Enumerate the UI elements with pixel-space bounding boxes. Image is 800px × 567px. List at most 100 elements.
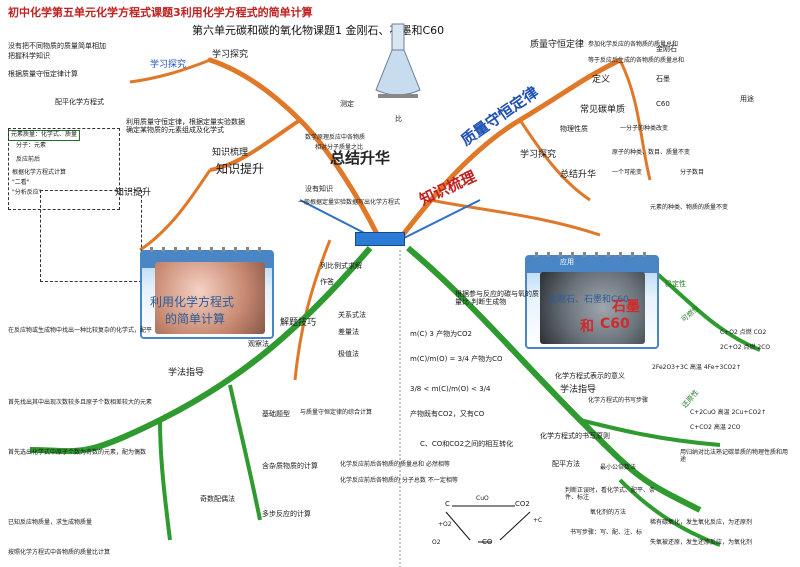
left-note-1: 在反应物或生成物中找出一种比较复杂的化学式，配平: [8, 327, 153, 334]
knowledge-upgrade: 知识提升: [216, 162, 265, 176]
left-inquiry-label: 学习探究: [150, 60, 187, 70]
left-sample-6: "分析反应": [12, 189, 42, 196]
step-2: 差量法: [338, 328, 359, 336]
reaction-4: C+CO2 高温 2CO: [690, 424, 741, 431]
left-sample-5: "二看": [12, 179, 30, 186]
orange-branch-steps: [293, 239, 332, 381]
carbon-banner-image: [540, 272, 645, 344]
left-watch: 观察法: [248, 340, 269, 348]
right-meaning-2: 等于反应后生成的各物质的质量总和: [588, 57, 685, 64]
center-solve-d: 相对分子质量之比: [315, 144, 364, 151]
burn-2: 化学反应前后各物质的 分子总数 不一定相等: [340, 477, 458, 484]
right-guide: 学法指导: [560, 385, 597, 395]
right-fe2: 失氧被还原，发生还原反应，为氧化剂: [650, 539, 753, 546]
right-deduce: 用归纳对比法熟记碳单质的物理性质和用途: [680, 449, 789, 463]
right-eq-expr: 化学方程式表示的意义: [555, 372, 625, 380]
left-odd: 奇数配偶法: [200, 495, 235, 503]
left-note-3: 首先选出化学式中原子个数为奇数的元素，配为偶数: [8, 449, 147, 456]
right-study: 学习探究: [520, 150, 557, 160]
left-guide: 学法指导: [168, 368, 205, 378]
reaction-co: C、CO和CO2之间的相互转化: [420, 440, 514, 448]
carbon-cycle-diagram: [445, 505, 531, 543]
orange-branch-left-upgrade: [209, 118, 302, 172]
orange-branch-right-low: [429, 198, 601, 237]
right-physical: 物理性质: [560, 125, 588, 133]
central-hub: [355, 232, 405, 246]
cycle-plus-c: +C: [533, 517, 543, 524]
right-applications: 用途: [740, 95, 754, 103]
cycle-plus-o2: +O2: [438, 521, 452, 528]
green-branch-left: [29, 246, 373, 455]
calc-frac-1: m(C) 3 产物为CO2: [410, 330, 472, 338]
left-sample-2: 分子：元素: [16, 142, 47, 149]
right-common-label: 常见碳单质: [580, 105, 626, 115]
right-c60: C60: [656, 100, 670, 108]
left-sample-box: [8, 128, 120, 210]
step-1: 关系式法: [338, 311, 366, 319]
green-branch-right: [406, 245, 702, 513]
carbon-banner-top: 应用: [560, 258, 574, 266]
right-graphite: 石墨: [656, 75, 670, 83]
left-sample-7: 利用质量守恒定律，根据定量实验数据确定某物质的元素组成及化学式: [126, 118, 245, 135]
left-note-2: 首先找出其中出现次数较多且原子个数相差较大的元素: [8, 399, 153, 406]
center-solve-a: 没有知识: [305, 185, 333, 193]
cycle-co2: CO2: [515, 500, 530, 508]
left-impure: 含杂质物质的计算: [262, 462, 318, 470]
right-lcm: 最小公倍数法: [600, 464, 637, 471]
calc-frac-4: m(C)/m(O) = 3/4 产物为CO: [410, 355, 503, 363]
calc-frac-3: 产物既有CO2，又有CO: [410, 410, 485, 418]
reaction-2: 2C+O2 点燃 2CO: [720, 344, 771, 351]
center-ratio-label: 比: [395, 115, 402, 123]
page-title: 初中化学第五单元化学方程式课题3利用化学方程式的简单计算: [8, 6, 313, 19]
right-note-b: 原子的种类、数目、质量不变: [612, 149, 691, 156]
right-o2: 氧化剂的方法: [590, 509, 627, 516]
right-eq-write: 化学方程式的书写原则: [540, 432, 610, 440]
reaction-3: C+2CuO 高温 2Cu+CO2↑: [690, 409, 767, 416]
left-base-title: 基础题型: [262, 410, 290, 418]
step-3: 极值法: [338, 350, 359, 358]
green-branch-left-sub2: [158, 419, 172, 541]
right-note-d: 分子数目: [680, 169, 705, 176]
center-detect-label: 测定: [340, 100, 354, 108]
left-goal-2: 没有把不同物质的质量简单相加: [8, 42, 106, 50]
right-note-c: 一个可能变: [612, 169, 643, 176]
right-meaning-1: 参加化学反应的各物质的质量总和: [588, 41, 679, 48]
reaction-1: C+O2 点燃 CO2: [720, 329, 767, 336]
right-note-e: 元素的种类、物质的质量不变: [650, 204, 729, 211]
left-goal-5: 配平化学方程式: [55, 98, 104, 106]
ask-label: 列比例式求解: [320, 262, 362, 270]
green-branch-left-sub1: [228, 384, 262, 521]
carbon-graphite: 石墨: [612, 299, 640, 315]
right-def-label: 定义: [592, 75, 611, 85]
left-sample-4: 根据化学方程式计算: [12, 169, 67, 176]
center-solve-c: 数学原理反应中各物质: [305, 134, 366, 141]
right-judge: 判断正误时，看化学式、配平、条件、标注: [565, 487, 656, 501]
green-branch-right-sub1: [579, 418, 721, 447]
left-sample-3: 反应前后: [16, 156, 41, 163]
orange-branch-center-upper: [207, 57, 381, 239]
flask-icon: [370, 20, 426, 100]
calc-banner-title-2: 的简单计算: [165, 312, 226, 326]
orange-branch-review: [139, 169, 212, 252]
right-mass-const: 质量守恒定律: [530, 40, 585, 50]
right-balance: 配平方法: [552, 460, 580, 468]
left-formula-box: [40, 190, 142, 282]
right-diamond: 金刚石: [656, 45, 677, 53]
cycle-o2: O2: [432, 539, 441, 546]
cycle-cuo: CuO: [476, 495, 489, 502]
summary-title: 总结升华: [330, 149, 391, 167]
calc-note: 根据参与反应的碳与氧的质量比 判断生成物: [455, 290, 539, 307]
right-eq-steps: 化学方程式的书写步骤: [588, 397, 649, 404]
orange-branch-right: [400, 57, 622, 238]
left-note-4: 按照化学方程式中各物质的质量比计算: [8, 549, 111, 556]
blue-spoke-2: [399, 199, 481, 241]
orange-branch-left-inquiry: [129, 58, 211, 84]
right-stable: 稳定性: [665, 280, 686, 288]
left-multi: 多步反应的计算: [262, 510, 311, 518]
left-law-ratio: 与质量守恒定律的综合计算: [300, 409, 373, 416]
calc-banner-title: 利用化学方程式: [150, 295, 235, 309]
green-branch-right-sub3: [618, 478, 721, 547]
carbon-banner-title: 金刚石、石墨和C60: [548, 295, 629, 305]
